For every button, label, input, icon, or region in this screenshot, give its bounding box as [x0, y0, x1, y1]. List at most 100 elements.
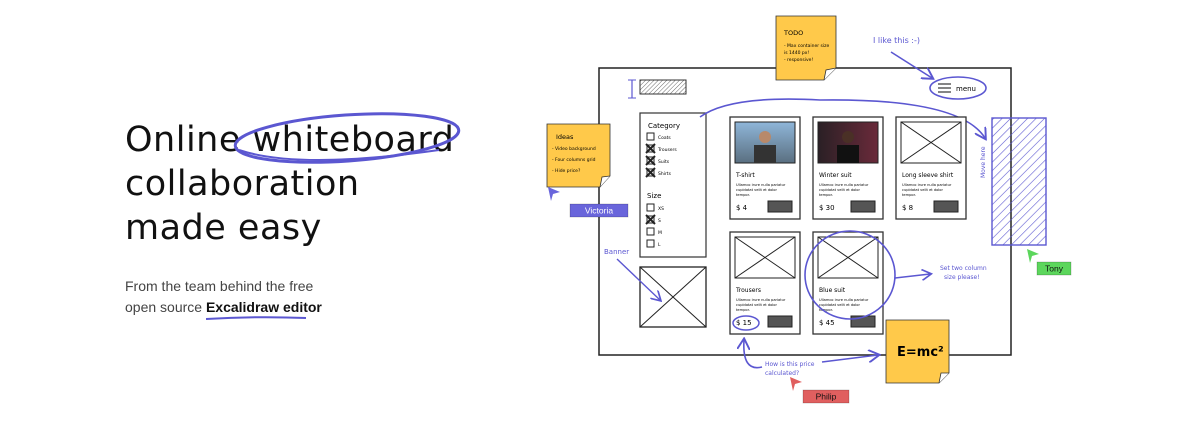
title-highlight: whiteboard: [233, 112, 460, 164]
product-name: Winter suit: [819, 172, 852, 179]
image-placeholder: [734, 236, 796, 279]
size-checkbox: [646, 239, 655, 248]
annotation-price: calculated?: [765, 370, 799, 377]
product-price: $ 8: [902, 204, 913, 212]
annotation-banner: Banner: [604, 248, 629, 256]
category-checkbox: [646, 168, 655, 177]
product-description: cupidatat velit et dolor: [819, 303, 861, 307]
todo-sticky-note: TODO - Max container size is 1440 px! - …: [775, 15, 837, 81]
highlight-ellipse: [233, 112, 460, 164]
size-label: L: [658, 242, 661, 248]
product-name: Trousers: [735, 287, 761, 294]
category-checkbox: [646, 156, 655, 165]
category-title: Category: [648, 122, 680, 130]
menu-label: menu: [956, 85, 976, 93]
check-mark-icon: [645, 143, 656, 154]
cursor-arrow-icon: [548, 187, 560, 201]
collaborator-cursor: Philip: [790, 377, 850, 404]
size-label: XS: [658, 206, 664, 212]
logo-placeholder: [639, 79, 687, 95]
emc-sticky-note: E=mc²: [885, 319, 950, 384]
todo-line: is 1440 px!: [784, 50, 809, 56]
ideas-line: - Video background: [552, 146, 596, 152]
todo-line: - Max container size: [784, 43, 829, 49]
price-circle: [732, 315, 760, 331]
category-checkbox: [646, 132, 655, 141]
title-text: Online: [125, 120, 253, 160]
title-text: collaboration: [125, 164, 360, 204]
hamburger-icon: [938, 83, 951, 93]
add-to-cart-button: [767, 200, 793, 213]
product-description: Ullamco irure nulla pariatur: [736, 298, 786, 302]
add-to-cart-button: [850, 200, 876, 213]
annotation-move-here: Move here: [980, 146, 987, 178]
annotation-two-column: Set two column: [940, 265, 987, 272]
cursor-name: Tony: [1045, 264, 1064, 274]
product-price: $ 15: [736, 319, 752, 327]
ideas-line: - Hide price?: [552, 168, 581, 174]
product-description: tempor.: [736, 193, 750, 197]
collaborator-cursor: Victoria: [548, 187, 629, 218]
check-mark-icon: [645, 214, 656, 225]
collaborator-cursor: Tony: [1027, 249, 1072, 276]
product-name: Long sleeve shirt: [902, 172, 954, 179]
add-to-cart-button: [933, 200, 959, 213]
annotation-two-column: size please!: [944, 274, 980, 281]
cursor-arrow-icon: [1027, 249, 1039, 263]
blue-suit-circle: [804, 230, 896, 320]
product-description: tempor.: [819, 308, 833, 312]
product-name: T-shirt: [735, 172, 755, 179]
size-checkbox: [646, 203, 655, 212]
cursor-name: Victoria: [585, 206, 613, 216]
filter-sidebar: [639, 112, 707, 258]
menu-ellipse: [929, 76, 987, 100]
ideas-title: Ideas: [556, 133, 574, 141]
emc-text: E=mc²: [897, 345, 944, 360]
size-label: M: [658, 230, 662, 236]
category-label: Trousers: [657, 147, 677, 153]
size-title: Size: [647, 192, 661, 200]
cursor-name-badge: [569, 203, 629, 218]
title-text: made easy: [125, 208, 322, 248]
cursor-arrow-icon: [790, 377, 802, 391]
size-checkbox: [646, 227, 655, 236]
check-mark-icon: [645, 155, 656, 166]
product-price: $ 45: [819, 319, 835, 327]
product-description: cupidatat velit et dolor: [902, 188, 944, 192]
todo-title: TODO: [783, 29, 803, 37]
ideas-line: - Four columns grid: [552, 157, 596, 163]
cursor-name: Philip: [816, 392, 837, 402]
hero-title: Online whiteboard collaboration made eas…: [125, 112, 460, 250]
annotation-like: I like this :-): [873, 36, 920, 45]
annotation-price: How is this price: [765, 361, 815, 368]
cursor-name-badge: [802, 389, 850, 404]
add-to-cart-button: [767, 315, 793, 328]
product-description: cupidatat velit et dolor: [819, 188, 861, 192]
product-description: Ullamco irure nulla pariatur: [819, 298, 869, 302]
product-description: Ullamco irure nulla pariatur: [902, 183, 952, 187]
image-placeholder: [817, 236, 879, 279]
todo-line: - responsive!: [784, 57, 813, 63]
product-description: tempor.: [902, 193, 916, 197]
hero-subtitle: From the team behind the free open sourc…: [125, 276, 322, 320]
product-description: cupidatat velit et dolor: [736, 303, 778, 307]
product-name: Blue suit: [819, 287, 846, 294]
hatched-block: [991, 117, 1047, 246]
category-label: Coats: [658, 135, 671, 141]
product-description: Ullamco irure nulla pariatur: [736, 183, 786, 187]
ideas-sticky-note: Ideas - Video background - Four columns …: [546, 123, 611, 188]
product-price: $ 4: [736, 204, 748, 212]
product-price: $ 30: [819, 204, 835, 212]
category-checkbox: [646, 144, 655, 153]
subtitle-text: open source: [125, 299, 206, 315]
product-description: cupidatat velit et dolor: [736, 188, 778, 192]
image-placeholder: [900, 121, 962, 164]
cursor-name-badge: [1036, 261, 1072, 276]
excalidraw-editor-link[interactable]: Excalidraw editor: [205, 299, 322, 320]
